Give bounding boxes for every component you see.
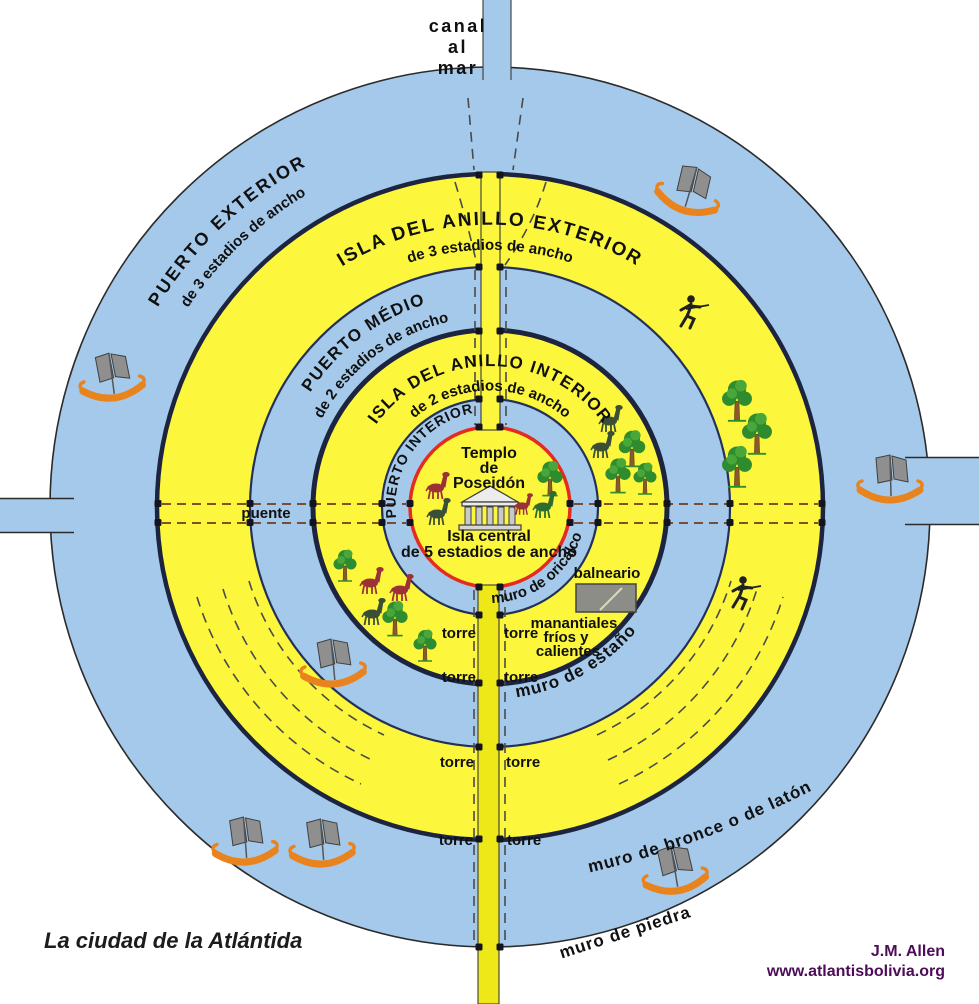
springs-label-line2: fríos y bbox=[543, 629, 589, 646]
tower-dots bbox=[154, 171, 826, 951]
central-island-label-line1: Isla central bbox=[447, 528, 531, 545]
label-torre: torre bbox=[507, 832, 541, 849]
central-island-label-line2: de 5 estadios de ancho bbox=[401, 544, 577, 561]
label-torre: torre bbox=[439, 832, 473, 849]
label-torre: torre bbox=[504, 625, 538, 642]
temple-label-line1: Templo bbox=[461, 445, 517, 462]
temple-icon bbox=[458, 485, 522, 531]
temple-label-line3: Poseidón bbox=[453, 475, 525, 492]
label-isla-central: Isla central de 5 estadios de ancho bbox=[401, 528, 577, 561]
credit-author: J.M. Allen bbox=[871, 943, 945, 960]
page-title: La ciudad de la Atlántida bbox=[44, 928, 302, 953]
label-torre: torre bbox=[442, 625, 476, 642]
label-canal-al-mar: canal al mar bbox=[429, 16, 488, 78]
temple-label-line2: de bbox=[480, 460, 499, 477]
label-torre: torre bbox=[506, 754, 540, 771]
label-torre: torre bbox=[442, 669, 476, 686]
springs-label-line1: manantiales bbox=[531, 615, 618, 632]
city-canals bbox=[477, 171, 501, 1004]
canal-label-line1: canal bbox=[429, 16, 488, 36]
south-canal bbox=[477, 584, 500, 1004]
canal-to-sea-channel bbox=[483, 0, 511, 82]
label-balneario: balneario bbox=[574, 565, 641, 582]
north-canal bbox=[480, 171, 501, 431]
canal-label-line2: al bbox=[448, 37, 468, 57]
credit-website: www.atlantisbolivia.org bbox=[766, 963, 945, 980]
label-torre: torre bbox=[504, 669, 538, 686]
label-manantiales: manantiales fríos y calientes bbox=[531, 615, 618, 660]
west-sea-channel bbox=[0, 499, 72, 532]
label-puente: puente bbox=[241, 505, 290, 522]
springs-label-line3: calientes bbox=[536, 643, 600, 660]
canal-label-line3: mar bbox=[438, 58, 479, 78]
label-torre: torre bbox=[440, 754, 474, 771]
baths-building-icon bbox=[575, 583, 637, 613]
tower-labels: torre torre torre torre torre torre torr… bbox=[439, 625, 541, 849]
label-templo-poseidon: Templo de Poseidón bbox=[453, 445, 525, 492]
